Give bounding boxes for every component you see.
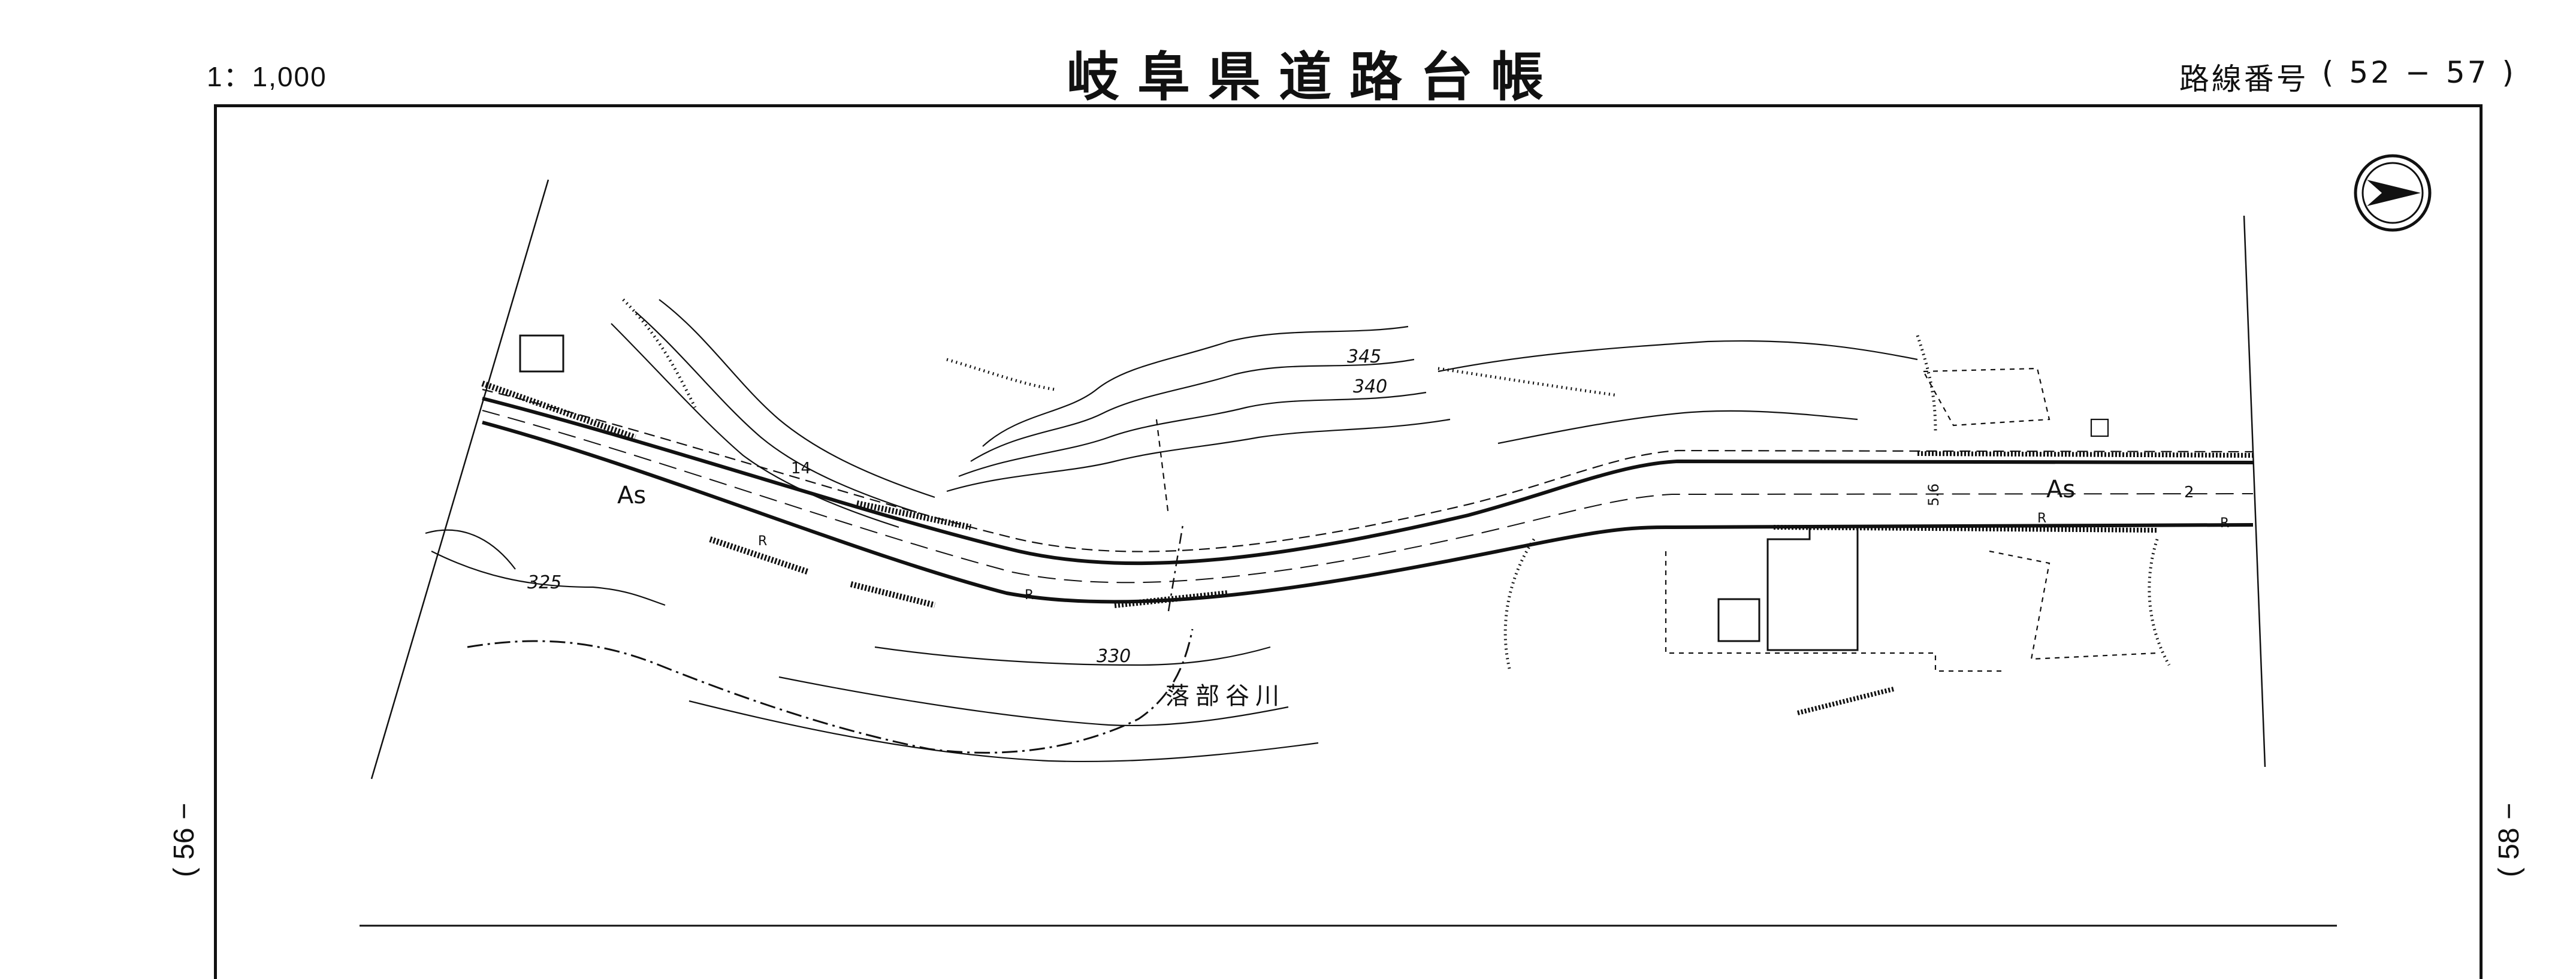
map-linework bbox=[360, 179, 2337, 927]
boundary-line-right bbox=[2243, 215, 2266, 768]
slope-edge bbox=[1503, 538, 1536, 672]
contour-line bbox=[958, 391, 1427, 478]
map-frame bbox=[214, 104, 2483, 979]
route-number-to: 57 bbox=[2445, 55, 2489, 90]
contour-line bbox=[1497, 410, 1858, 445]
building bbox=[1766, 526, 1859, 651]
contour-label: 330 bbox=[1097, 646, 1131, 667]
road-marker-label: R bbox=[2220, 516, 2229, 531]
contour-line bbox=[778, 676, 1289, 727]
lot-boundary bbox=[1989, 550, 2158, 660]
road-marker-label: R bbox=[1025, 588, 1034, 603]
map-labels: As As R R R R 325 330 340 345 14 2 5.6 落… bbox=[527, 346, 2229, 710]
stream-line bbox=[1167, 521, 1185, 612]
slope-edge bbox=[2148, 539, 2171, 666]
retaining-wall bbox=[856, 500, 972, 530]
lot-boundary bbox=[1665, 551, 2001, 672]
road-marker-label: R bbox=[758, 534, 767, 549]
retaining-wall bbox=[1114, 590, 1229, 608]
survey-marker bbox=[2090, 418, 2109, 437]
map-number: 5.6 bbox=[1925, 484, 1942, 506]
contour-330 bbox=[874, 646, 1271, 666]
map-number: 14 bbox=[791, 460, 811, 478]
page-title: 岐阜県道路台帳 bbox=[1067, 46, 1562, 108]
contour-line bbox=[425, 529, 516, 570]
slope-edge bbox=[622, 298, 697, 409]
retaining-wall bbox=[1797, 687, 1894, 715]
slope-edge bbox=[946, 358, 1055, 391]
road-marker-label: R bbox=[2037, 511, 2046, 526]
pavement-label: As bbox=[617, 482, 646, 509]
map-number: 2 bbox=[2184, 484, 2194, 501]
road-map: As As R R R R 325 330 340 345 14 2 5.6 落… bbox=[360, 154, 2432, 927]
contour-340 bbox=[970, 358, 1415, 462]
contour-325 bbox=[431, 551, 666, 606]
contour-label: 340 bbox=[1353, 376, 1387, 397]
route-number-dash: − bbox=[2405, 55, 2433, 90]
route-number-label: 路線番号 bbox=[2179, 62, 2309, 96]
contour-line bbox=[611, 323, 899, 528]
sheet-header: 1：1,000 岐阜県道路台帳 路線番号 ( 52 − 57 ) bbox=[0, 0, 2576, 108]
route-close-paren: ) bbox=[2502, 55, 2516, 90]
retaining-wall bbox=[1917, 451, 2254, 458]
building bbox=[519, 334, 564, 373]
contour-line bbox=[688, 700, 1319, 763]
retaining-wall bbox=[1773, 525, 2158, 533]
route-number-from: 52 bbox=[2349, 55, 2392, 90]
contour-line bbox=[1438, 340, 1918, 373]
route-open-paren: ( bbox=[2321, 55, 2336, 90]
retaining-wall bbox=[709, 536, 810, 575]
pavement-label: As bbox=[2046, 476, 2075, 503]
road-edge-lower bbox=[482, 421, 2254, 604]
contour-line bbox=[946, 418, 1451, 492]
contour-label: 345 bbox=[1347, 346, 1381, 367]
slope-edge bbox=[1916, 335, 1937, 432]
map-scale: 1：1,000 bbox=[207, 61, 327, 92]
contour-345 bbox=[982, 325, 1409, 447]
building bbox=[1717, 598, 1760, 642]
contour-label: 325 bbox=[527, 572, 561, 593]
road-centerline bbox=[482, 410, 2254, 584]
retaining-wall bbox=[850, 581, 936, 608]
contour-line bbox=[659, 299, 935, 498]
route-number: 路線番号 ( 52 − 57 ) bbox=[2179, 55, 2516, 98]
north-arrow-icon bbox=[2354, 154, 2432, 232]
road-edge-upper bbox=[482, 397, 2254, 566]
lot-boundary bbox=[1922, 367, 2050, 427]
contour-line bbox=[635, 311, 917, 513]
slope-edge bbox=[1438, 367, 1618, 397]
river-line bbox=[467, 629, 1194, 754]
river-name-label: 落部谷川 bbox=[1165, 682, 1285, 710]
boundary-line-left bbox=[370, 179, 549, 779]
stream-line bbox=[1155, 419, 1170, 516]
